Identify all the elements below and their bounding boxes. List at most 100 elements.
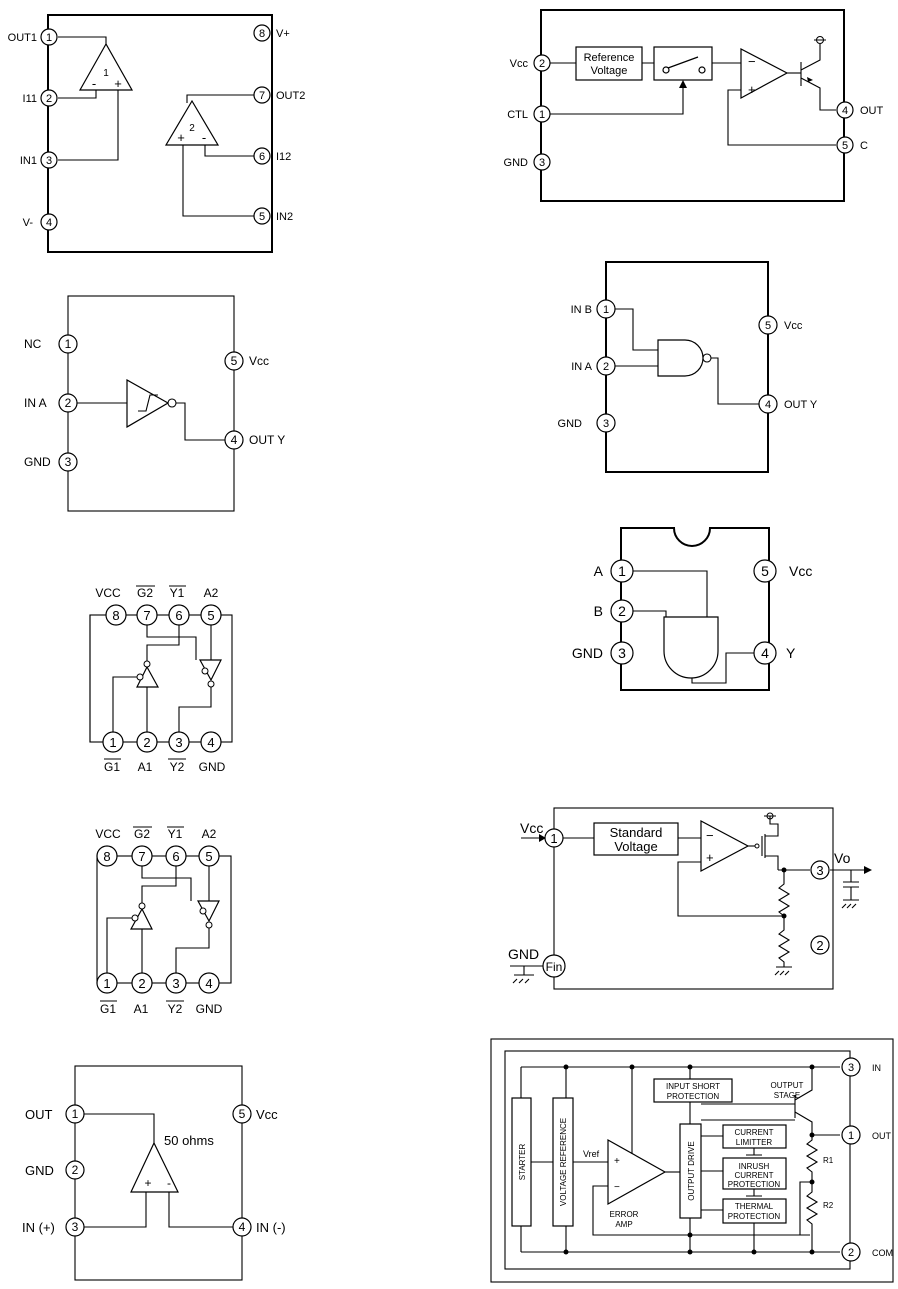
pin-1-label: A <box>594 563 604 579</box>
pin-4: 4 <box>198 972 220 994</box>
pin-4-label: OUT Y <box>249 433 285 447</box>
arrow-icon <box>807 77 813 82</box>
pin-5-label: IN2 <box>276 211 293 223</box>
svg-text:5: 5 <box>231 354 238 368</box>
pin-4: 4 <box>758 394 778 414</box>
svg-text:2: 2 <box>46 93 52 105</box>
nand-gate <box>657 339 704 377</box>
pin-5: 5 <box>224 351 244 371</box>
pin-5: 5 <box>836 136 854 154</box>
svg-text:4: 4 <box>207 735 214 750</box>
pin-4-label: GND <box>196 1002 223 1016</box>
pin-8: 8 <box>96 845 118 867</box>
opamp-1-plus: + <box>114 76 122 91</box>
vref-label: Vref <box>583 1149 600 1159</box>
outer-frame <box>490 1038 894 1283</box>
junction-dot <box>809 1249 815 1255</box>
error-amp <box>740 48 789 100</box>
pin-1: 1 <box>58 334 78 354</box>
pin-3-label: IN <box>872 1063 881 1073</box>
pin-3-label: Y2 <box>170 760 185 774</box>
opamp-plus: + <box>144 1176 151 1190</box>
diagram-opamp-50ohm: + - 50 ohms 1 OUT 2 GND 3 IN (+) 5 Vcc 4… <box>22 1065 286 1281</box>
junction-dot <box>563 1249 569 1255</box>
wire-out2 <box>186 94 262 103</box>
error-amp-minus: − <box>748 54 756 69</box>
wire-y <box>691 652 759 684</box>
pin-3: 3 <box>596 413 616 433</box>
transistor-collector <box>794 1067 813 1101</box>
svg-text:8: 8 <box>259 28 265 40</box>
wire-in-minus <box>168 1192 233 1228</box>
pin-3: 3 <box>610 641 634 665</box>
ohms-label: 50 ohms <box>164 1133 214 1148</box>
pin-8-label: V+ <box>276 28 290 40</box>
svg-text:2: 2 <box>72 1163 79 1177</box>
wire-divider-tap <box>799 1181 812 1235</box>
pin-fin: Fin <box>542 954 566 978</box>
pin-3: 3 <box>65 1217 85 1237</box>
capacitor <box>843 870 859 900</box>
pin-3-label: GND <box>572 645 603 661</box>
wire-g1 <box>106 917 132 973</box>
pin-4-label: OUT <box>860 105 884 117</box>
thermal-label-1: THERMAL <box>735 1202 774 1211</box>
pin-3: 3 <box>165 972 187 994</box>
svg-text:3: 3 <box>175 735 182 750</box>
vcc-label: Vcc <box>520 820 543 836</box>
pin-2-label: IN A <box>571 361 592 373</box>
pin-7-label: OUT2 <box>276 90 305 102</box>
inrush-label-1: INRUSH <box>739 1162 770 1171</box>
pin-3-label: IN1 <box>20 155 37 167</box>
wire-outline-left <box>89 614 116 743</box>
pin-6: 6 <box>165 845 187 867</box>
pin-7-label: G2 <box>134 827 150 841</box>
pin-7: 7 <box>131 845 153 867</box>
pin-5: 5 <box>200 604 222 626</box>
wire-y1 <box>146 625 180 661</box>
opamp-minus: - <box>167 1176 171 1190</box>
pin-3: 3 <box>40 151 58 169</box>
wire-out <box>84 1113 155 1143</box>
pin-5: 5 <box>253 207 271 225</box>
svg-text:4: 4 <box>761 645 769 661</box>
pin-3-label: GND <box>24 455 51 469</box>
standard-voltage-label-1: Standard <box>610 825 663 840</box>
junction-dot <box>751 1249 757 1255</box>
error-amp-plus: + <box>614 1156 620 1167</box>
standard-voltage-label-2: Voltage <box>614 839 657 854</box>
pin-8: 8 <box>253 24 271 42</box>
transistor-emitter <box>794 1111 840 1136</box>
pin-4-label: OUT Y <box>784 399 818 411</box>
pin-6-label: I12 <box>276 151 291 163</box>
starter-label: STARTER <box>518 1143 527 1180</box>
voltage-reference-label: VOLTAGE REFERENCE <box>559 1118 568 1206</box>
pin-3-label: Y2 <box>168 1002 183 1016</box>
package-outline <box>620 527 770 691</box>
enable-bubble <box>201 667 209 675</box>
pin-7: 7 <box>253 86 271 104</box>
svg-text:3: 3 <box>618 645 626 661</box>
pin-1: 1 <box>65 1104 85 1124</box>
opamp <box>130 1141 179 1193</box>
svg-text:1: 1 <box>46 32 52 44</box>
svg-text:5: 5 <box>842 140 848 152</box>
opamp-2-plus: + <box>177 130 185 145</box>
pin-4-label: Y <box>786 645 796 661</box>
wire-g2 <box>146 625 197 660</box>
junction-dot <box>781 867 787 873</box>
svg-text:2: 2 <box>539 58 545 70</box>
ground-icon <box>841 899 859 909</box>
pin-1: 1 <box>610 559 634 583</box>
inverter-bubble <box>167 398 177 408</box>
error-amp-minus: − <box>614 1182 620 1193</box>
pin-2: 2 <box>40 89 58 107</box>
pin-3: 3 <box>810 860 830 880</box>
error-amp-label-2: AMP <box>615 1220 632 1229</box>
pin-4: 4 <box>40 213 58 231</box>
svg-text:2: 2 <box>65 396 72 410</box>
inrush-label-3: PROTECTION <box>728 1180 781 1189</box>
svg-text:5: 5 <box>239 1107 246 1121</box>
diagram-dual-buffer-1: 8 VCC 7 G2 6 Y1 5 A2 1 G1 2 A1 3 Y2 4 GN… <box>89 585 233 774</box>
package-outline <box>553 807 834 990</box>
